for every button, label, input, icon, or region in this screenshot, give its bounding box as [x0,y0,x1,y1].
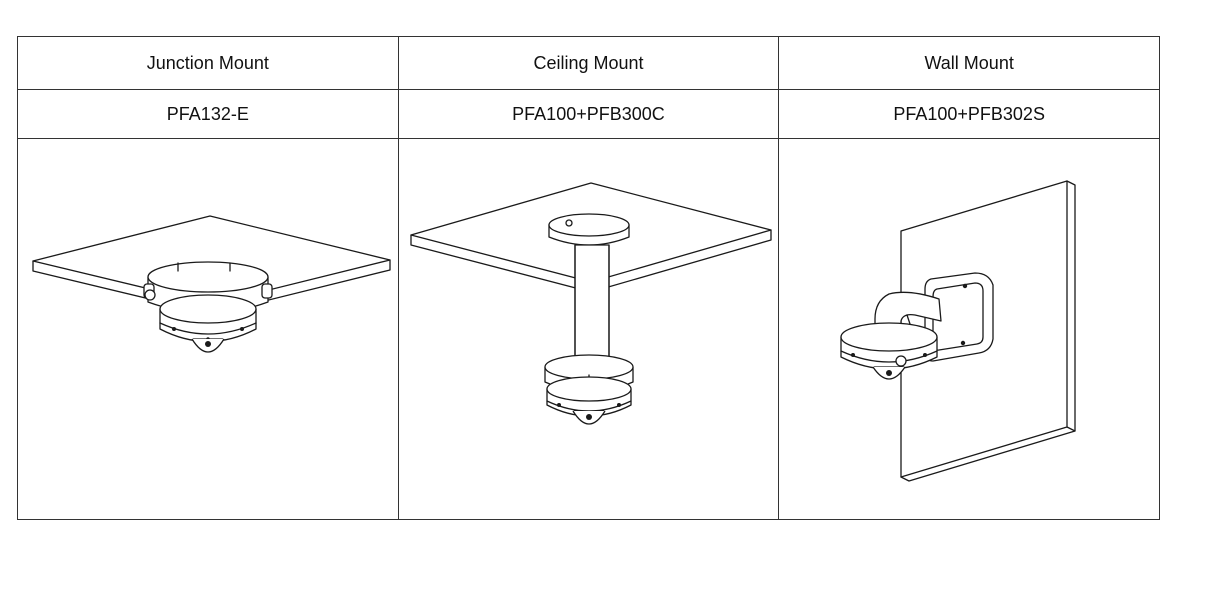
ceiling-mount-illustration [410,182,772,425]
mount-options-table: Junction Mount Ceiling Mount Wall Mount … [17,36,1160,520]
illustration-cell [17,138,399,520]
model-cell: PFA100+PFB302S [778,89,1160,139]
mount-type-cell: Junction Mount [17,36,399,90]
mount-type-cell: Wall Mount [778,36,1160,90]
illustration-row [17,138,1160,520]
wall-mount-illustration [840,180,1076,482]
illustration-cell [397,138,780,520]
model-cell: PFA132-E [17,89,399,139]
mount-type-row: Junction Mount Ceiling Mount Wall Mount [17,36,1160,90]
junction-mount-illustration [32,215,391,353]
model-cell: PFA100+PFB300C [397,89,780,139]
mount-type-cell: Ceiling Mount [397,36,780,90]
model-row: PFA132-E PFA100+PFB300C PFA100+PFB302S [17,89,1160,139]
illustration-cell [778,138,1160,520]
